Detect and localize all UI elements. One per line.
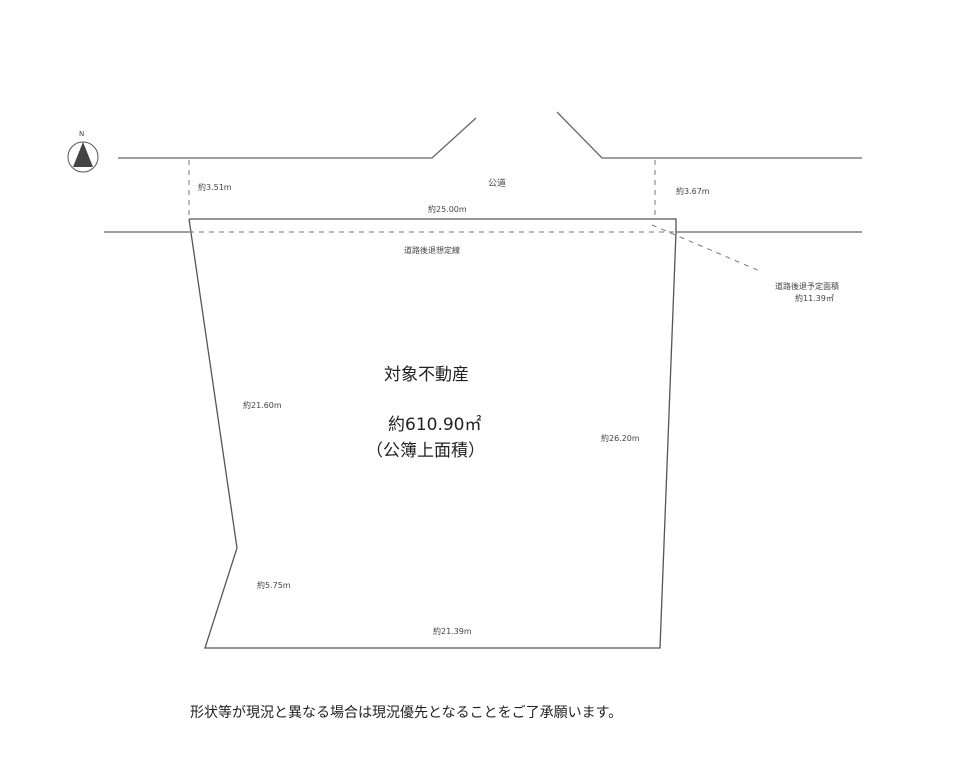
compass-label: N <box>79 130 85 138</box>
frontage-label: 約25.00m <box>428 205 467 214</box>
north-compass-icon <box>67 141 99 173</box>
setback-area-label: 道路後退予定面積 <box>775 282 839 291</box>
property-area: 約610.90㎡ <box>388 415 482 435</box>
right-side-label: 約26.20m <box>601 434 640 443</box>
road-edge-top <box>118 117 477 159</box>
setback-line-label: 道路後退想定線 <box>404 246 460 255</box>
setback-area-value: 約11.39㎡ <box>795 294 834 303</box>
road-edge-top-right <box>556 111 862 159</box>
footer-note: 形状等が現況と異なる場合は現況優先となることをご了承願います。 <box>190 705 623 721</box>
road-width-right-label: 約3.67m <box>676 187 710 196</box>
road-width-left-label: 約3.51m <box>198 183 232 192</box>
bottom-label: 約21.39m <box>433 627 472 636</box>
property-area-note: （公簿上面積） <box>366 441 485 461</box>
property-boundary <box>188 218 677 649</box>
bottom-left-label: 約5.75m <box>257 581 291 590</box>
left-side-label: 約21.60m <box>243 401 282 410</box>
road-label: 公道 <box>488 179 507 189</box>
property-title: 対象不動産 <box>384 365 469 385</box>
